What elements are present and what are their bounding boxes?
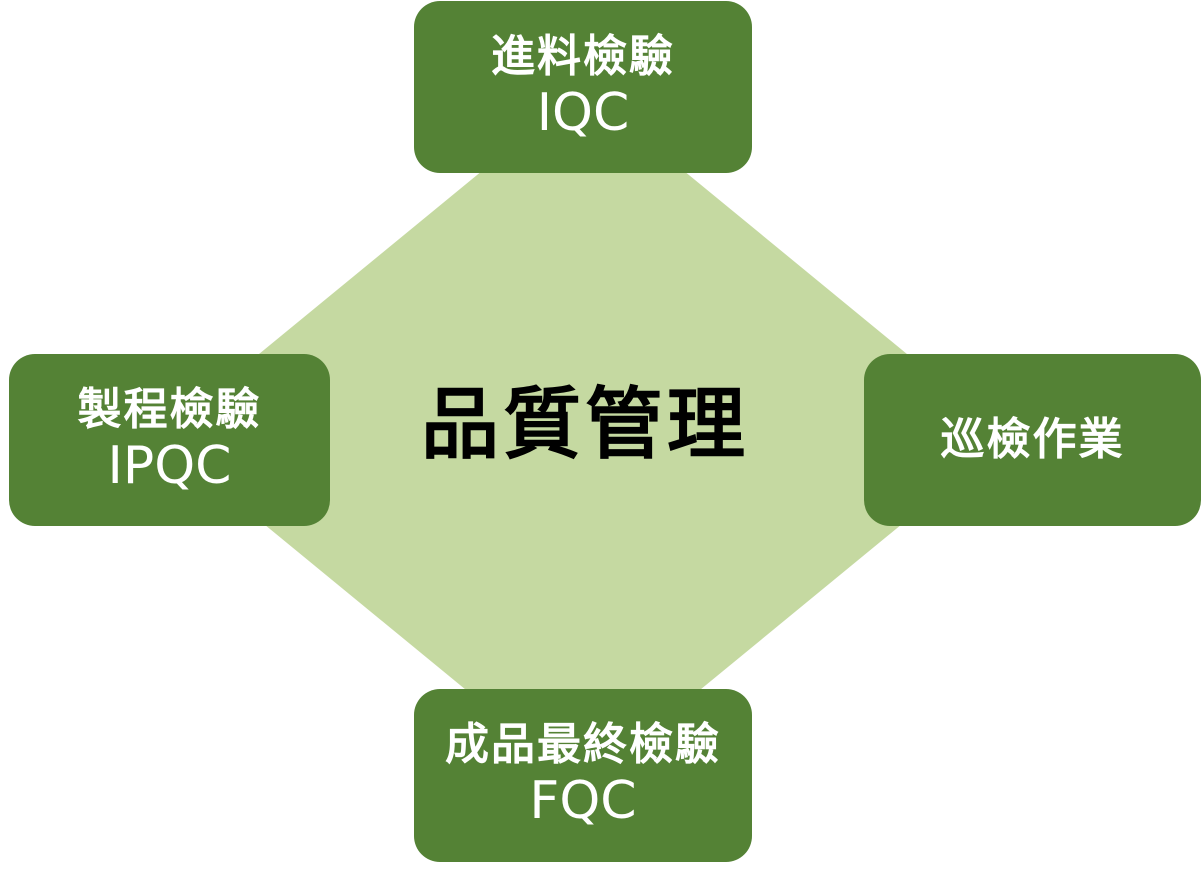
node-incoming-inspection: 進料檢驗 IQC — [414, 1, 752, 173]
node-final-inspection: 成品最終檢驗 FQC — [414, 689, 752, 862]
node-label-cn: 進料檢驗 — [491, 30, 675, 82]
node-label-cn: 巡檢作業 — [940, 413, 1125, 465]
node-patrol-inspection: 巡檢作業 — [864, 354, 1201, 526]
node-label-cn: 製程檢驗 — [77, 383, 262, 435]
center-diamond — [158, 88, 1008, 786]
node-label-en: IQC — [536, 82, 630, 143]
node-process-inspection: 製程檢驗 IPQC — [9, 354, 330, 526]
node-label-cn: 成品最終檢驗 — [445, 719, 721, 771]
node-label-en: FQC — [529, 771, 637, 831]
node-label-en: IPQC — [107, 435, 232, 496]
center-title: 品質管理 — [420, 380, 749, 470]
